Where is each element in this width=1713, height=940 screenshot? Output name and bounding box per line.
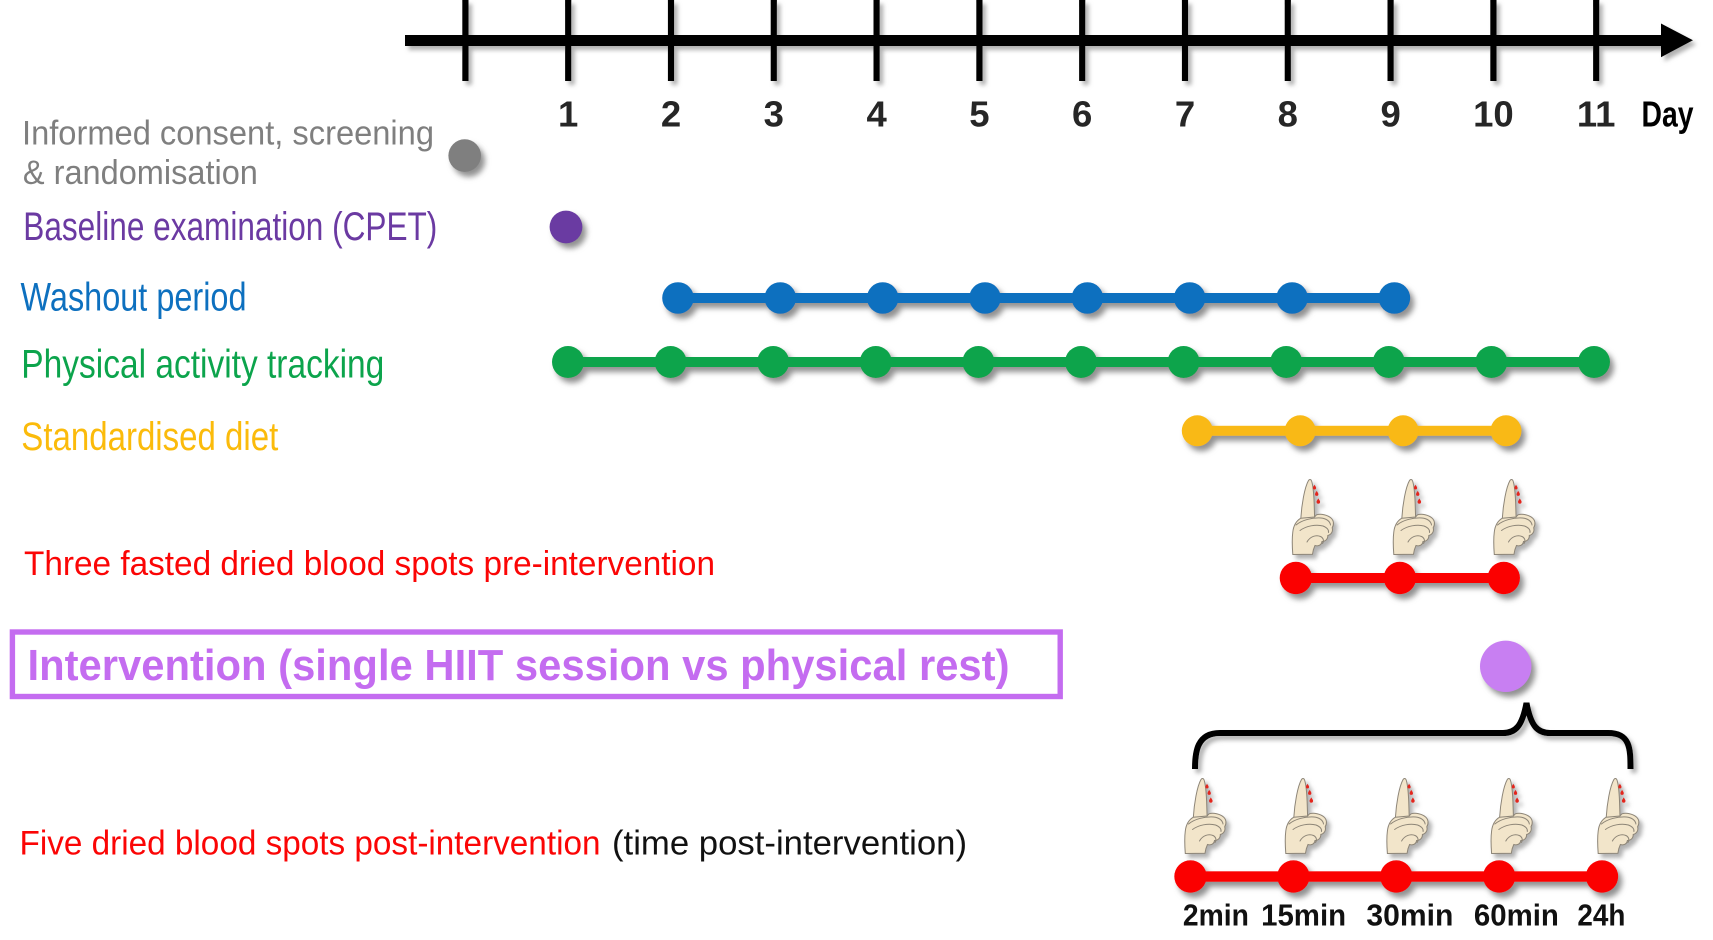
svg-text:Standardised diet: Standardised diet xyxy=(21,415,278,459)
svg-text:7: 7 xyxy=(1175,94,1195,135)
svg-text:60min: 60min xyxy=(1474,898,1559,933)
svg-text:Baseline examination (CPET): Baseline examination (CPET) xyxy=(23,205,437,249)
svg-text:5: 5 xyxy=(969,94,989,135)
svg-text:3: 3 xyxy=(764,94,784,135)
svg-text:10: 10 xyxy=(1473,94,1514,135)
svg-text:(time post-intervention): (time post-intervention) xyxy=(612,824,967,862)
svg-text:30min: 30min xyxy=(1366,898,1453,933)
svg-text:Five dried blood spots post-in: Five dried blood spots post-intervention xyxy=(20,824,601,862)
svg-text:Day: Day xyxy=(1642,94,1695,135)
svg-text:2min: 2min xyxy=(1183,898,1249,933)
svg-text:15min: 15min xyxy=(1261,898,1346,933)
svg-text:Physical activity tracking: Physical activity tracking xyxy=(21,342,384,386)
svg-text:6: 6 xyxy=(1072,94,1092,135)
svg-text:Informed consent, screening: Informed consent, screening xyxy=(22,114,434,152)
svg-text:24h: 24h xyxy=(1577,898,1625,933)
svg-text:Washout period: Washout period xyxy=(21,275,247,319)
svg-text:2: 2 xyxy=(661,94,681,135)
svg-text:9: 9 xyxy=(1380,94,1400,135)
svg-text:1: 1 xyxy=(558,94,578,135)
svg-text:Three fasted dried blood spots: Three fasted dried blood spots pre-inter… xyxy=(24,545,715,583)
svg-text:Intervention (single HIIT sess: Intervention (single HIIT session vs phy… xyxy=(28,641,1010,690)
svg-text:8: 8 xyxy=(1278,94,1298,135)
svg-text:4: 4 xyxy=(866,94,887,135)
svg-text:& randomisation: & randomisation xyxy=(23,154,258,192)
svg-text:11: 11 xyxy=(1577,94,1616,135)
